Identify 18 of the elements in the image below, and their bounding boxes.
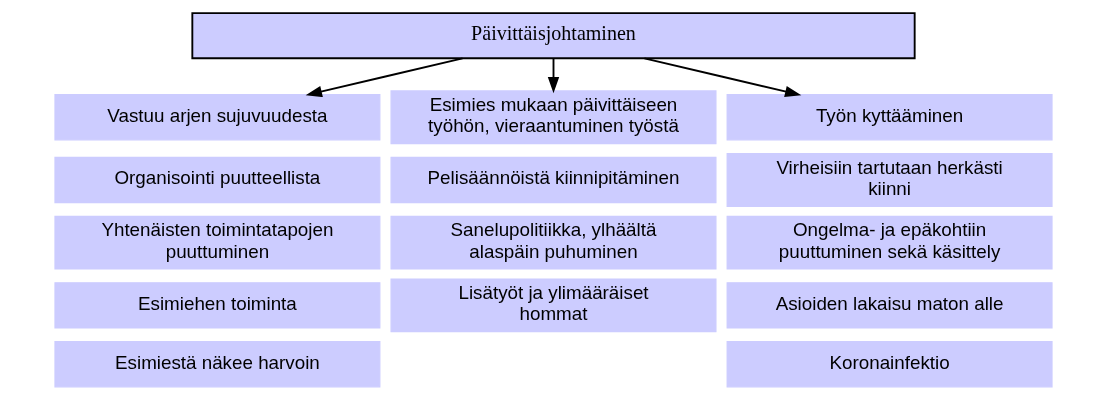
node-box: Sanelupolitiikka, ylhäältä alaspäin puhuminen [390, 215, 717, 270]
node-box: Pelisäännöistä kiinnipitäminen [390, 156, 717, 204]
arrow [305, 57, 464, 98]
arrow [643, 57, 802, 98]
node-box: Yhtenäisten toimintatapojen puuttuminen [54, 215, 381, 270]
arrow [547, 57, 560, 94]
node-box: Lisätyöt ja ylimääräiset hommat [390, 278, 717, 333]
node-box: Päivittäisjohtaminen [191, 12, 916, 60]
node-box: Esimiehen toiminta [54, 282, 381, 329]
node-box: Esimiestä näkee harvoin [54, 341, 381, 388]
node-box: Vastuu arjen sujuvuudesta [54, 94, 381, 141]
node-box: Työn kyttääminen [726, 94, 1053, 141]
node-box: Ongelma- ja epäkohtiin puuttuminen sekä käsittely [726, 215, 1053, 270]
node-box: Organisointi puutteellista [54, 156, 381, 204]
node-box: Koronainfektio [726, 341, 1053, 388]
node-box: Asioiden lakaisu maton alle [726, 282, 1053, 329]
node-box: Virheisiin tartutaan herkästi kiinni [726, 152, 1053, 207]
node-box: Esimies mukaan päivittäiseen työhön, vieraantuminen työstä [390, 90, 717, 145]
